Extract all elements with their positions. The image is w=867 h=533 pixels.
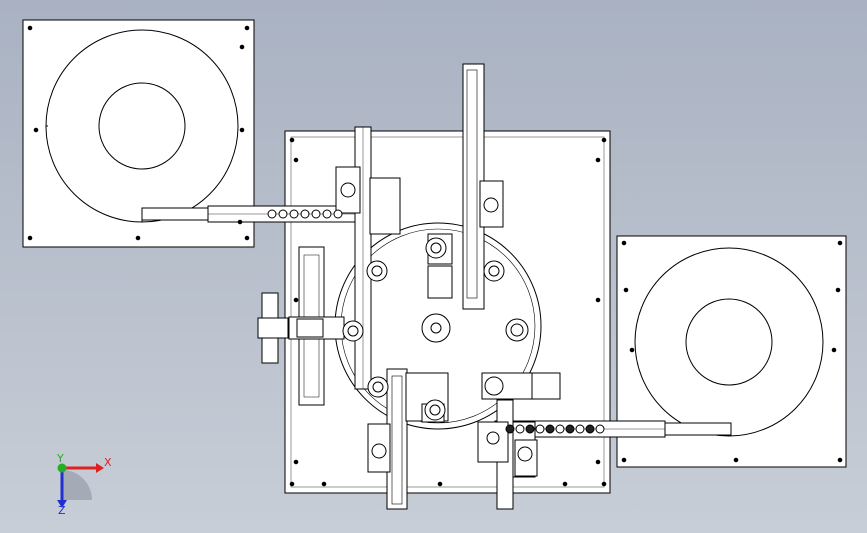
mounting-hole — [623, 287, 629, 293]
motor-mount-bottom-left — [367, 423, 391, 473]
gripper-block-bottom-right — [477, 421, 509, 463]
mounting-hole — [733, 457, 739, 463]
roller — [585, 424, 595, 434]
mounting-holes — [27, 25, 843, 487]
left-cylinder-bracket — [257, 246, 345, 406]
roller — [515, 424, 525, 434]
mounting-hole — [831, 347, 837, 353]
roller — [555, 424, 565, 434]
mounting-hole — [237, 219, 243, 225]
mounting-hole — [601, 481, 607, 487]
z-axis-label: Z — [58, 504, 66, 517]
roller — [278, 209, 288, 219]
roller — [565, 424, 575, 434]
mounting-hole — [835, 287, 841, 293]
motor-mount-left — [335, 166, 361, 214]
x-axis-label: X — [104, 456, 112, 469]
mounting-hole — [837, 240, 843, 246]
mounting-hole — [621, 457, 627, 463]
mounting-hole — [837, 457, 843, 463]
mounting-hole — [293, 297, 299, 303]
motor-mount-right — [479, 180, 504, 228]
mounting-hole — [289, 137, 295, 143]
orientation-triad: X Y Z — [56, 452, 112, 517]
roller — [300, 209, 310, 219]
mounting-hole — [135, 235, 141, 241]
mounting-hole — [244, 25, 250, 31]
mounting-hole — [595, 297, 601, 303]
mounting-hole — [27, 235, 33, 241]
mounting-hole — [601, 137, 607, 143]
z-axis-arrowhead — [57, 500, 67, 508]
roller — [267, 209, 277, 219]
x-axis-arrowhead — [96, 463, 104, 473]
station-2 — [425, 237, 447, 259]
roller — [535, 424, 545, 434]
roller-row-bottom — [505, 424, 605, 434]
mounting-hole — [293, 459, 299, 465]
mounting-hole — [239, 44, 245, 50]
roller — [575, 424, 585, 434]
station-4 — [342, 320, 364, 342]
roller — [595, 424, 605, 434]
gripper-block-right — [481, 372, 561, 400]
slide-arm-top-center — [462, 63, 485, 310]
station-1 — [366, 260, 388, 282]
mounting-hole — [33, 127, 39, 133]
mounting-hole — [244, 235, 250, 241]
mounting-hole — [239, 127, 245, 133]
center-hub — [421, 313, 451, 343]
mounting-hole — [562, 481, 568, 487]
mounting-hole — [293, 157, 299, 163]
station-5 — [505, 318, 529, 342]
station-7 — [424, 399, 446, 421]
roller-row-top — [267, 209, 343, 219]
roller — [525, 424, 535, 434]
y-axis-marker — [57, 463, 67, 473]
mounting-hole — [27, 25, 33, 31]
roller — [311, 209, 321, 219]
roller — [333, 209, 343, 219]
y-axis-label: Y — [56, 452, 64, 465]
mounting-hole — [289, 481, 295, 487]
mounting-hole — [321, 481, 327, 487]
mounting-hole — [595, 157, 601, 163]
mounting-hole — [629, 347, 635, 353]
station-6 — [367, 376, 389, 398]
mounting-hole — [595, 459, 601, 465]
roller — [289, 209, 299, 219]
mounting-hole — [437, 481, 443, 487]
roller — [545, 424, 555, 434]
motor-mount-bottom-right — [514, 439, 538, 477]
roller — [505, 424, 515, 434]
station-3 — [483, 260, 505, 282]
roller — [322, 209, 332, 219]
mounting-hole — [621, 240, 627, 246]
